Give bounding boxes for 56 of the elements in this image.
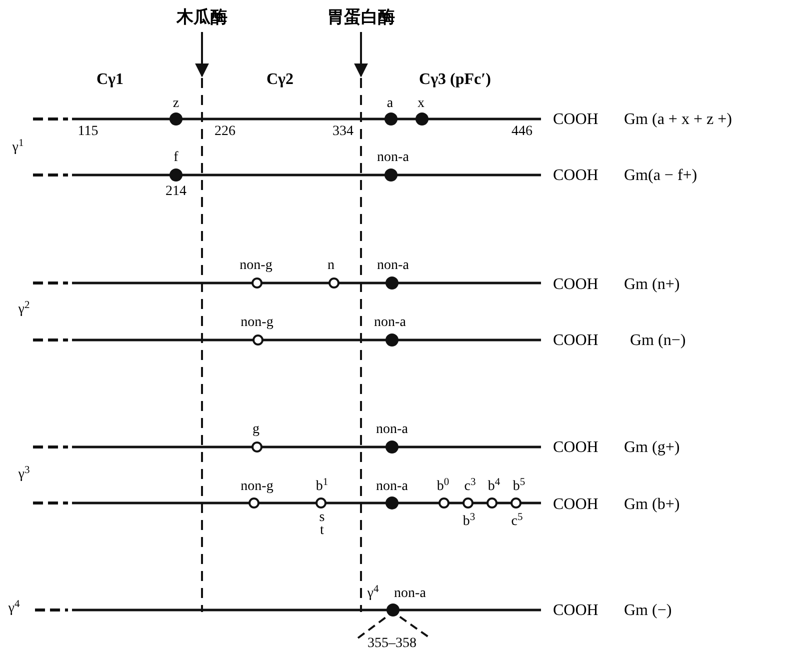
diagram-label: x — [418, 97, 424, 111]
diagram-label: γ$^{3}$ — [18, 468, 30, 482]
diagram-label: γ$^{1}$ — [12, 141, 24, 155]
diagram-label: n — [328, 259, 334, 273]
enzyme-label: 胃蛋白酶 — [327, 5, 395, 31]
diagram-label: Gm (a + x + z +) — [624, 112, 732, 128]
diagram-label: COOH — [553, 112, 598, 128]
diagram-label: Gm (n−) — [630, 333, 686, 349]
diagram-label: Gm (g+) — [624, 440, 680, 456]
diagram-label: COOH — [553, 277, 598, 293]
arrow — [195, 32, 209, 78]
diagram-label: b$^{0}$ — [436, 480, 450, 494]
diagram-label: c$^{5}$ — [511, 515, 523, 529]
diagram-label: γ$^{4}$ — [8, 602, 20, 616]
diagram-label: z — [172, 97, 180, 111]
diagram-label: 334 — [332, 125, 354, 139]
diagram-label: COOH — [553, 497, 598, 513]
diagram-label: c$^{3}$ — [464, 480, 476, 494]
diagram-label: Cγ3 (pFc′) — [419, 72, 491, 88]
diagram-label: non-a — [376, 423, 408, 437]
diagram-label: t — [320, 524, 324, 538]
diagram-label: COOH — [553, 603, 598, 619]
diagram-label: g — [252, 423, 260, 437]
arrow — [354, 32, 368, 78]
diagram-label: 355–358 — [368, 637, 416, 651]
diagram-label: γ$^{2}$ — [18, 303, 30, 317]
diagram-label: non-a — [377, 151, 409, 165]
diagram-label: 214 — [166, 185, 186, 199]
diagram-label: f — [174, 151, 178, 165]
diagram-label: non-a — [377, 259, 409, 273]
diagram-label: non-a — [394, 587, 426, 601]
diagram-label: b$^{1}$ — [316, 480, 328, 494]
diagram-label: b$^{5}$ — [512, 480, 526, 494]
diagram-label: non-a — [376, 480, 408, 494]
diagram-label: a — [386, 97, 394, 111]
diagram-label: 446 — [512, 125, 532, 139]
diagram-label: COOH — [553, 168, 598, 184]
diagram-label: Cγ2 — [266, 72, 294, 88]
diagram-label: s — [319, 511, 325, 525]
diagram-label: COOH — [553, 440, 598, 456]
diagram-label: Gm (−) — [624, 603, 672, 619]
diagram-label: b$^{3}$ — [462, 515, 476, 529]
diagram-label: Cγ1 — [96, 72, 124, 88]
diagram-label: Gm(a − f+) — [624, 168, 698, 184]
diagram-label: Gm (n+) — [624, 277, 680, 293]
diagram-label: non-g — [240, 480, 274, 494]
diagram-label: non-g — [240, 316, 274, 330]
diagram-label: b$^{4}$ — [488, 480, 500, 494]
diagram-label: COOH — [553, 333, 598, 349]
diagram-label: non-g — [240, 259, 272, 273]
diagram-label: 115 — [78, 125, 98, 139]
diagram-label: Gm (b+) — [624, 497, 680, 513]
diagram-label: non-a — [374, 316, 406, 330]
enzyme-label: 木瓜酶 — [176, 5, 228, 31]
diagram-label: γ$^{4}$ — [367, 587, 379, 601]
diagram-label: 226 — [214, 125, 236, 139]
